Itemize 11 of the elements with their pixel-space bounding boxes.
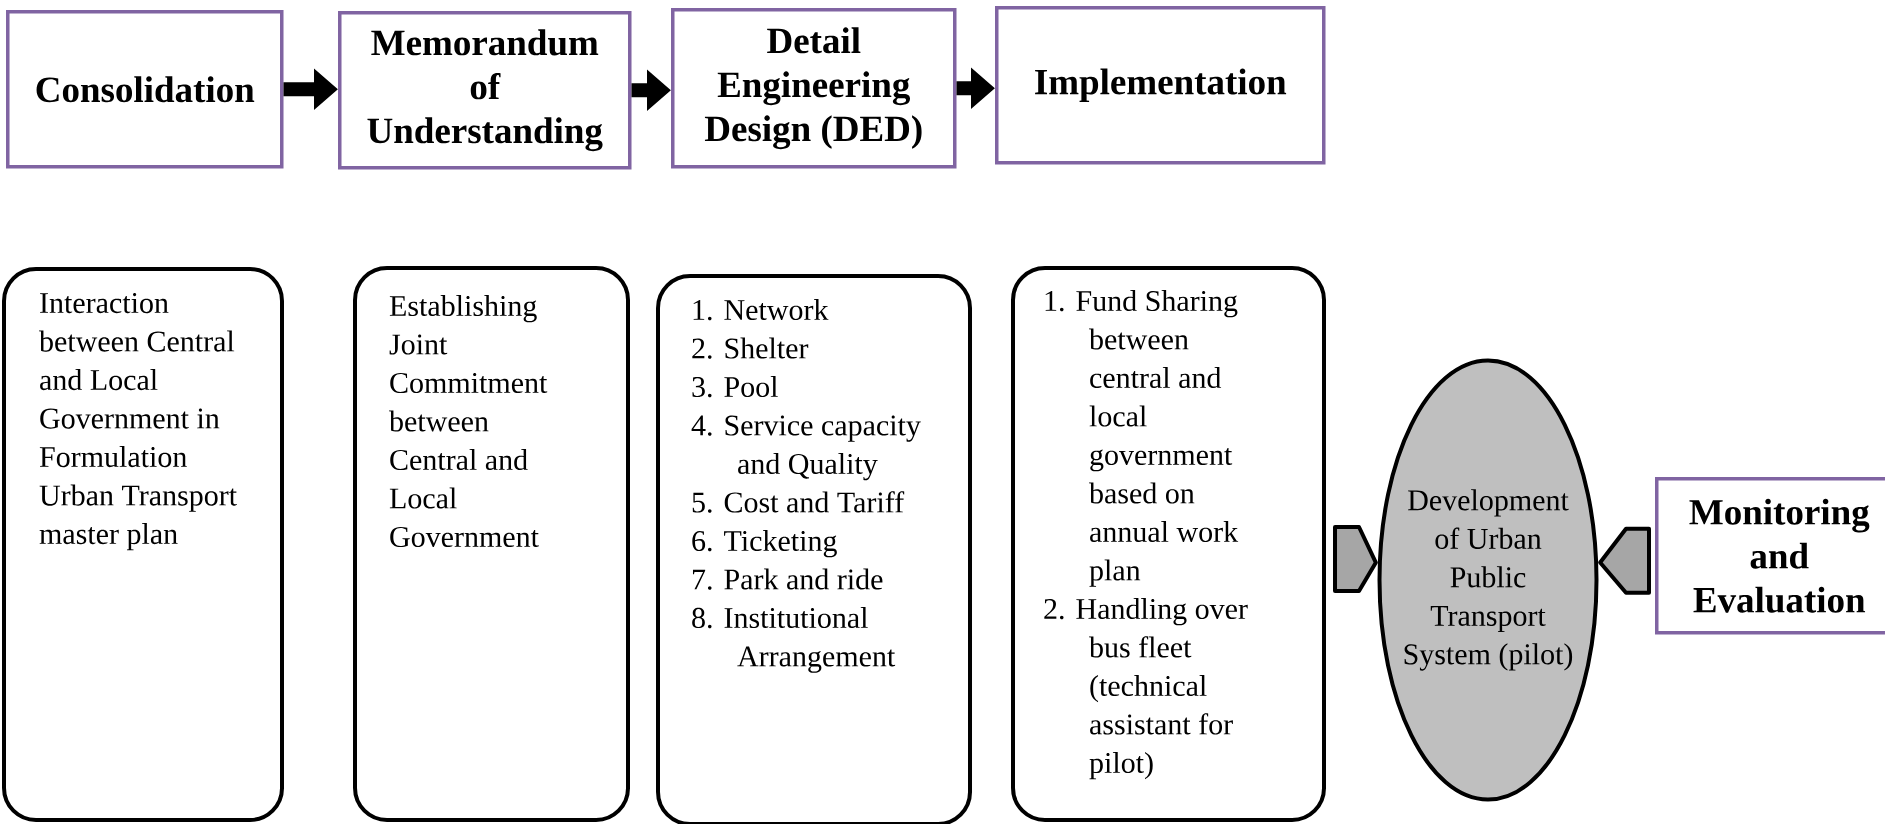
process-box: Consolidation	[6, 10, 284, 169]
description-box: 1. Network 2. Shelter 3. Pool 4. Service capacity and Quality 5. Cost and Tariff 6. Ticketing 7. Park and ride 8. Institutional Arrangement	[656, 274, 972, 824]
process-box: Memorandum of Understanding	[338, 11, 632, 170]
chevron-arrow	[1598, 526, 1651, 595]
description-box: Interaction between Central and Local Government in Formulation Urban Transport master plan	[2, 267, 284, 822]
process-box: Monitoring and Evaluation	[1655, 477, 1885, 635]
description-box: Establishing Joint Commitment between Central and Local Government	[353, 266, 630, 822]
chevron-arrow	[1333, 525, 1378, 593]
description-box: 1. Fund Sharing between central and local government based on annual work plan 2. Handling over bus fleet (technical assistant for pilot)	[1011, 266, 1326, 822]
process-box: Implementation	[995, 6, 1326, 165]
process-box: Detail Engineering Design (DED)	[671, 8, 957, 169]
